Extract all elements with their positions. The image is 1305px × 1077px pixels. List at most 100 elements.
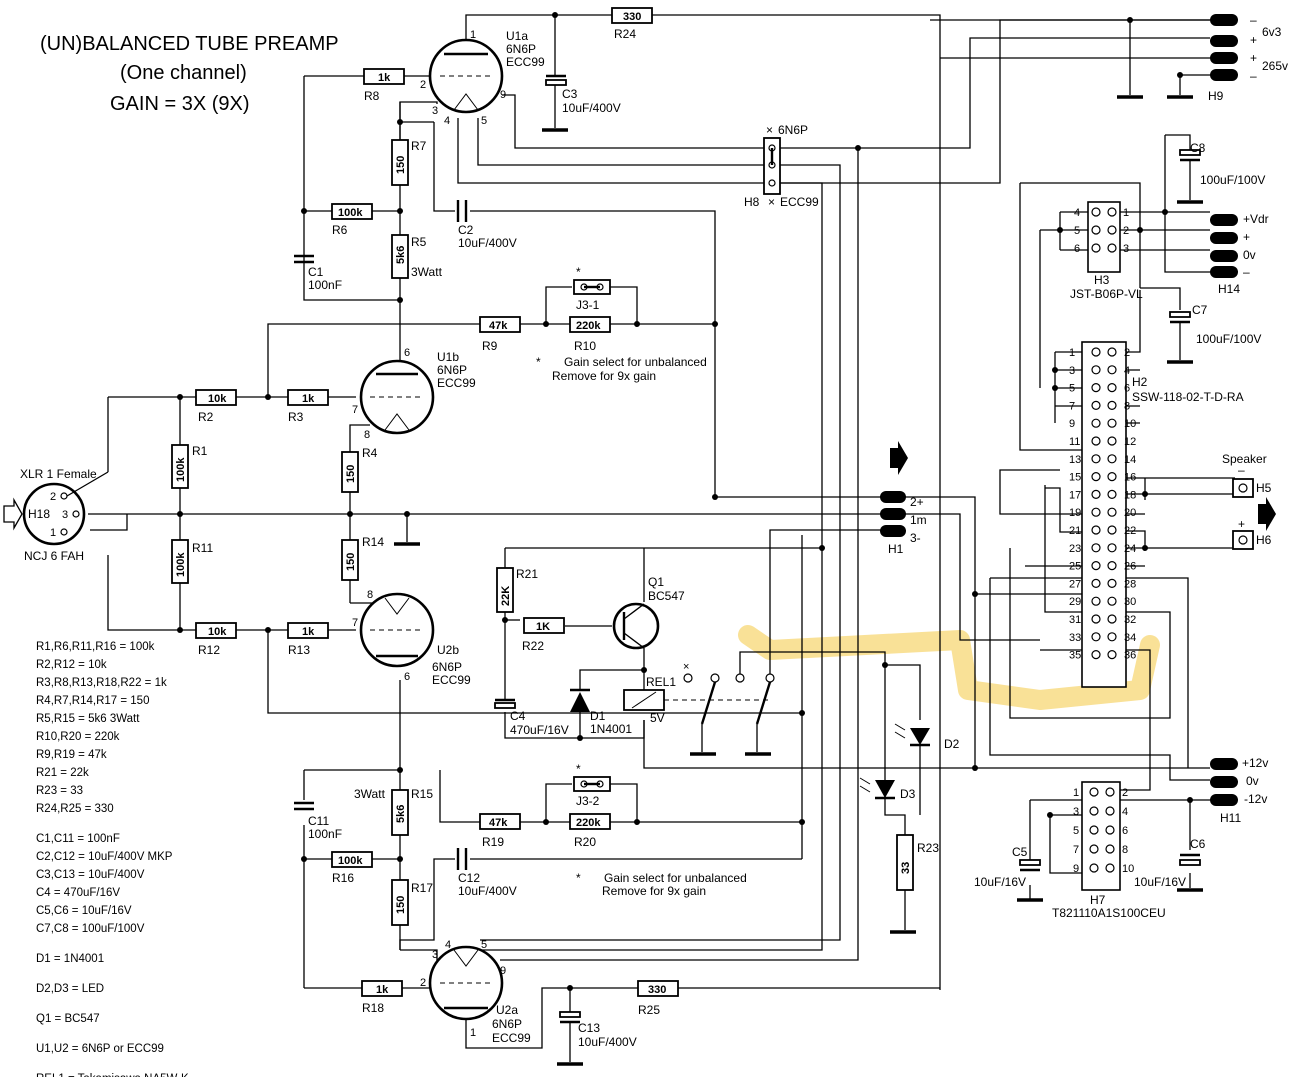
transistor-q1: Q1 BC547 — [612, 575, 685, 650]
jumper-h8: × 6N6P H8 × ECC99 — [744, 123, 819, 209]
svg-text:7: 7 — [352, 617, 358, 629]
bom-line: R9,R19 = 47k — [36, 749, 107, 761]
svg-text:6N6P: 6N6P — [492, 1017, 522, 1031]
svg-text:R9: R9 — [482, 339, 498, 353]
svg-text:–: – — [1243, 265, 1250, 279]
svg-text:5k6: 5k6 — [395, 805, 407, 823]
gain-note-2: * Gain select for unbalanced Remove for … — [576, 871, 747, 898]
h7-pad — [1105, 863, 1115, 873]
resistor-r5: 5k6 R5 3Watt — [391, 234, 443, 279]
resistor-r25: 330 R25 — [637, 980, 679, 1017]
svg-text:5V: 5V — [650, 711, 665, 725]
svg-text:R16: R16 — [332, 871, 354, 885]
svg-text:10uF/400V: 10uF/400V — [458, 236, 517, 250]
svg-text:ECC99: ECC99 — [506, 55, 545, 69]
svg-text:150: 150 — [345, 465, 357, 483]
capacitor-c11: C11 100nF — [294, 801, 342, 841]
svg-text:3Watt: 3Watt — [354, 787, 386, 801]
h2-pin-label: 13 — [1069, 454, 1081, 466]
svg-text:3-: 3- — [910, 531, 921, 545]
svg-text:6: 6 — [404, 347, 410, 359]
h2-pin-label: 9 — [1069, 418, 1075, 430]
capacitor-c6: C6 10uF/16V — [1134, 837, 1206, 892]
h2-pin-label: 11 — [1069, 436, 1080, 448]
resistor-r16: 100k R16 — [331, 851, 373, 885]
svg-text:6: 6 — [1074, 243, 1080, 255]
svg-text:H6: H6 — [1256, 533, 1272, 547]
h2-pad — [1091, 400, 1101, 410]
header-h1: 2+ 1m 3- H1 — [880, 441, 927, 556]
svg-text:+12v: +12v — [1242, 756, 1268, 770]
h2-pin-label: 21 — [1069, 525, 1081, 537]
svg-text:4: 4 — [1074, 207, 1080, 219]
svg-text:1k: 1k — [302, 393, 315, 405]
svg-text:H7: H7 — [1090, 893, 1106, 907]
svg-text:Remove for 9x gain: Remove for 9x gain — [552, 369, 656, 383]
svg-text:T821110A1S100CEU: T821110A1S100CEU — [1052, 906, 1166, 920]
h2-pin-label: 20 — [1124, 507, 1136, 519]
svg-text:Q1: Q1 — [648, 575, 664, 589]
svg-text:H8: H8 — [744, 195, 760, 209]
svg-text:100k: 100k — [175, 552, 187, 577]
h2-pad — [1107, 507, 1117, 517]
svg-text:R6: R6 — [332, 223, 348, 237]
h2-pin-label: 6 — [1124, 383, 1130, 395]
svg-text:ECC99: ECC99 — [780, 195, 819, 209]
svg-text:R23: R23 — [917, 841, 939, 855]
svg-text:D2: D2 — [944, 737, 960, 751]
bom-line: R1,R6,R11,R16 = 100k — [36, 641, 155, 653]
svg-text:470uF/16V: 470uF/16V — [510, 723, 569, 737]
h7-pad — [1089, 825, 1099, 835]
h7-pad — [1105, 844, 1115, 854]
svg-text:R20: R20 — [574, 835, 596, 849]
svg-text:R4: R4 — [362, 446, 378, 460]
capacitor-c4: C4 470uF/16V — [494, 698, 569, 737]
h7-pad — [1089, 863, 1099, 873]
svg-text:R13: R13 — [288, 643, 310, 657]
svg-text:–: – — [1250, 69, 1257, 83]
svg-text:1m: 1m — [910, 513, 927, 527]
svg-text:H1: H1 — [888, 542, 904, 556]
svg-text:×: × — [766, 123, 773, 137]
svg-text:100uF/100V: 100uF/100V — [1200, 173, 1265, 187]
relay-rel1: REL1 5V × — [623, 661, 775, 756]
bom-line: D1 = 1N4001 — [36, 953, 104, 965]
bom-line: R21 = 22k — [36, 767, 89, 779]
svg-text:1: 1 — [1123, 207, 1129, 219]
jumper-j3-1: * J3-1 — [573, 265, 611, 312]
svg-text:10uF/16V: 10uF/16V — [974, 875, 1026, 889]
bom-line: R10,R20 = 220k — [36, 731, 120, 743]
svg-text:1: 1 — [50, 527, 56, 539]
jumper-j3-2: * J3-2 — [573, 762, 611, 808]
h2-pad — [1107, 436, 1117, 446]
title-line-3: GAIN = 3X (9X) — [110, 93, 250, 115]
h2-pad — [1107, 543, 1117, 553]
svg-text:H18: H18 — [28, 507, 50, 521]
svg-text:8: 8 — [367, 589, 373, 601]
h7-pin-label: 3 — [1073, 806, 1079, 818]
svg-text:R18: R18 — [362, 1001, 384, 1015]
svg-text:Gain select for unbalanced: Gain select for unbalanced — [604, 871, 747, 885]
svg-text:H2: H2 — [1132, 375, 1148, 389]
h2-pad — [1091, 418, 1101, 428]
svg-text:XLR 1 Female: XLR 1 Female — [20, 467, 97, 481]
svg-text:9: 9 — [500, 965, 506, 977]
svg-text:+Vdr: +Vdr — [1243, 212, 1269, 226]
h2-pad — [1107, 525, 1117, 535]
svg-text:100k: 100k — [175, 457, 187, 482]
svg-text:H11: H11 — [1220, 811, 1241, 825]
h7-pin-label: 6 — [1122, 825, 1128, 837]
h2-pin-label: 14 — [1124, 454, 1136, 466]
h2-pin-label: 5 — [1069, 383, 1075, 395]
svg-text:265v: 265v — [1262, 59, 1288, 73]
svg-text:ECC99: ECC99 — [492, 1031, 531, 1045]
header-h5: Speaker – H5 — [1222, 452, 1272, 498]
svg-text:4: 4 — [445, 939, 451, 951]
svg-text:9: 9 — [500, 89, 506, 101]
h2-pad — [1107, 365, 1117, 375]
resistor-r23: 33 R23 — [896, 834, 939, 891]
svg-text:BC547: BC547 — [648, 589, 685, 603]
ground-symbols — [394, 95, 1193, 934]
svg-text:3Watt: 3Watt — [411, 265, 443, 279]
